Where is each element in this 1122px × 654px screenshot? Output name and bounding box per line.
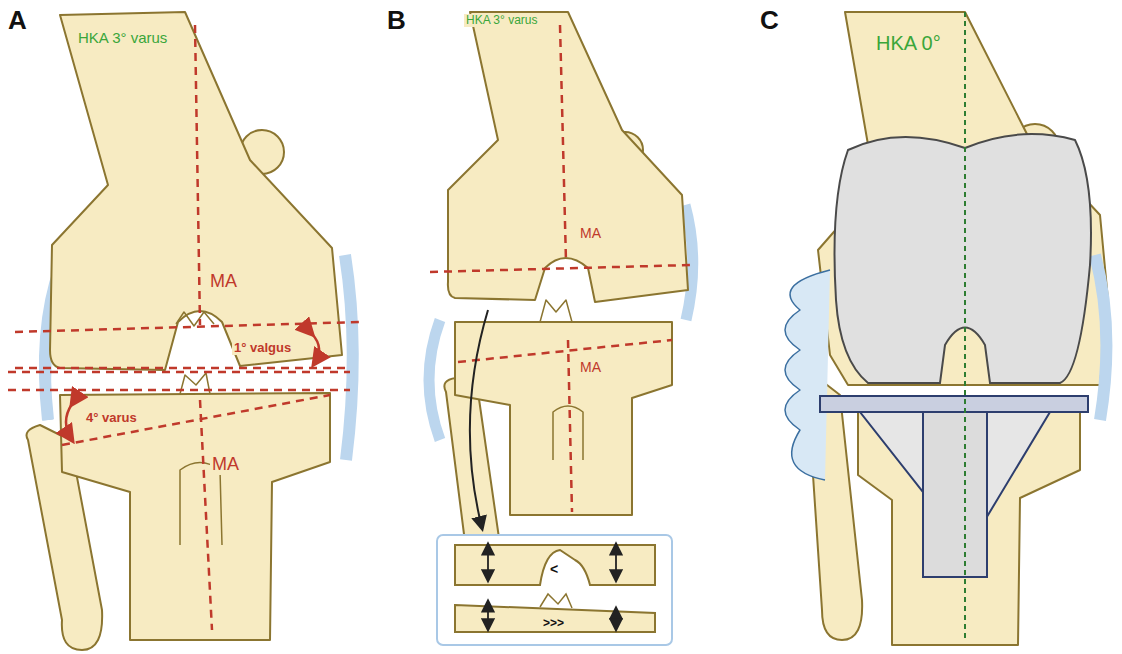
gap-symbol: >>> <box>541 617 566 630</box>
axis-label: MA <box>208 272 239 292</box>
panel-letter: C <box>758 6 781 35</box>
panel-letter: B <box>385 6 408 35</box>
axis-label: MA <box>578 226 603 241</box>
angle-label: 1° valgus <box>232 341 293 355</box>
angle-label: 4° varus <box>84 411 139 425</box>
axis-label: MA <box>210 455 241 475</box>
alignment-label: HKA 3° varus <box>464 14 540 27</box>
gap-symbol: < <box>548 562 560 577</box>
axis-label: MA <box>578 360 603 375</box>
panel-letter: A <box>6 6 29 35</box>
alignment-label: HKA 3° varus <box>76 30 169 47</box>
alignment-label: HKA 0° <box>874 32 943 54</box>
